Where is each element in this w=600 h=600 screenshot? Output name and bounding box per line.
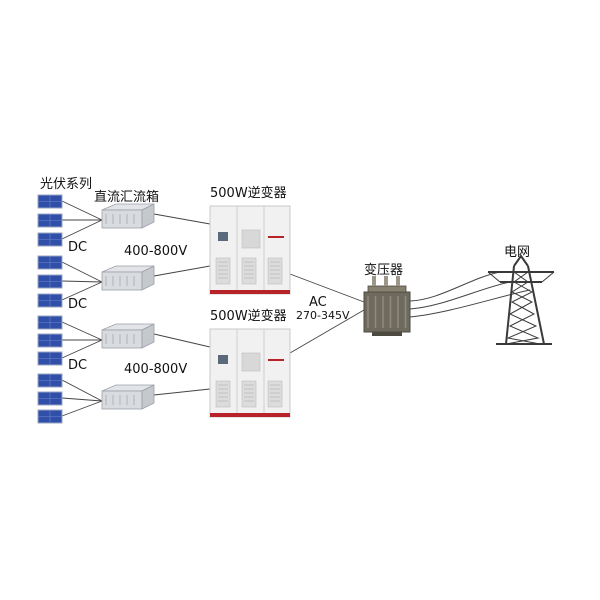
ac-voltage-label: 270-345V — [296, 309, 350, 322]
dc-voltage-label-1: 400-800V — [124, 244, 188, 259]
solar-panel-icon — [37, 255, 63, 270]
transformer — [363, 276, 411, 336]
combiner-box-icon — [101, 265, 155, 291]
dc-label-1: DC — [68, 240, 88, 255]
solar-panel-icon — [37, 194, 63, 209]
transformer-label: 变压器 — [364, 263, 404, 278]
solar-panel-icon — [37, 213, 63, 228]
solar-panel-icon — [37, 409, 63, 424]
grid-label: 电网 — [504, 245, 531, 260]
grid-tower — [487, 254, 555, 345]
combiner-box-icon — [101, 384, 155, 410]
ac-label: AC — [309, 295, 327, 310]
inverter-cabinet-icon — [209, 205, 291, 295]
combiner-box-icon — [101, 323, 155, 349]
dc-label-2: DC — [68, 297, 88, 312]
solar-panel-icon — [37, 333, 63, 348]
solar-panel-icon — [37, 274, 63, 289]
dc-voltage-label-2: 400-800V — [124, 362, 188, 377]
combiner-box-icon — [101, 203, 155, 229]
combiner-box-label: 直流汇流箱 — [94, 190, 160, 205]
pv-panels — [37, 194, 63, 424]
connection-lines — [61, 200, 531, 417]
inverter-label-1: 500W逆变器 — [210, 186, 287, 201]
solar-panel-icon — [37, 391, 63, 406]
dc-label-3: DC — [68, 358, 88, 373]
solar-panel-icon — [37, 351, 63, 366]
transmission-tower-icon — [487, 254, 555, 345]
inverter-label-2: 500W逆变器 — [210, 309, 287, 324]
inverter-cabinet-icon — [209, 328, 291, 418]
pv-array-label: 光伏系列 — [40, 177, 93, 192]
solar-panel-icon — [37, 232, 63, 247]
solar-panel-icon — [37, 373, 63, 388]
transformer-icon — [363, 276, 411, 336]
combiner-boxes — [101, 203, 155, 410]
inverters — [209, 205, 291, 418]
solar-panel-icon — [37, 315, 63, 330]
solar-panel-icon — [37, 293, 63, 308]
